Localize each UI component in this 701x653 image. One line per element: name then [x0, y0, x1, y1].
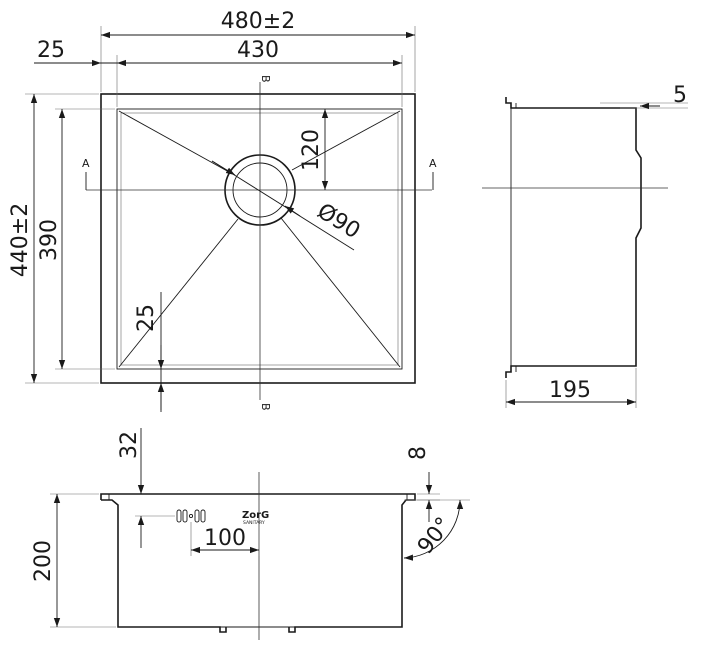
slope-line-bl	[118, 218, 239, 368]
dim-bottom-offset: 25	[134, 304, 159, 332]
dim-overflow-spacing: 100	[204, 526, 246, 551]
front-profile	[100, 493, 416, 633]
side-profile	[505, 97, 642, 378]
section-b-bottom-label: B	[259, 403, 272, 411]
dim-overall-width: 480±2	[221, 9, 295, 34]
dim-drain-diameter-leader	[211, 160, 355, 251]
dim-depth: 200	[31, 540, 56, 582]
dim-inner-depth: 390	[37, 219, 62, 261]
section-a-right-label: A	[429, 157, 437, 170]
inner-bowl-bottom-line	[120, 112, 399, 366]
section-a-left-label: A	[82, 157, 90, 170]
slope-line-br	[280, 217, 401, 368]
dim-corner-angle: 90°	[413, 513, 457, 559]
overflow-holes	[176, 509, 206, 523]
slope-line-tl	[118, 110, 230, 173]
side-view: 5 195	[482, 83, 688, 408]
dim-inner-width: 430	[237, 38, 279, 63]
dim-rim-thickness: 5	[673, 83, 687, 108]
dim-drain-diameter: Ø90	[313, 199, 365, 244]
brand-sub: SANITARY	[243, 520, 265, 526]
brand-logo: ZorG	[242, 510, 269, 521]
front-view: ZorG SANITARY 32 100 200 8 90°	[31, 428, 470, 640]
outer-rim	[100, 93, 416, 384]
dim-drain-offset: 120	[299, 129, 324, 171]
section-b-top-label: B	[259, 75, 272, 83]
dim-overall-depth: 440±2	[8, 203, 33, 277]
dim-rim-height: 8	[406, 446, 431, 460]
dim-overflow-height: 32	[117, 431, 142, 459]
dim-flange: 25	[37, 38, 65, 63]
top-view: A A B B 480±2 430 25 440±2 390 120	[8, 9, 437, 412]
dim-angle-arc	[403, 499, 464, 561]
dim-side-width: 195	[549, 378, 591, 403]
slope-line-tr	[291, 110, 401, 171]
inner-bowl	[116, 108, 403, 370]
